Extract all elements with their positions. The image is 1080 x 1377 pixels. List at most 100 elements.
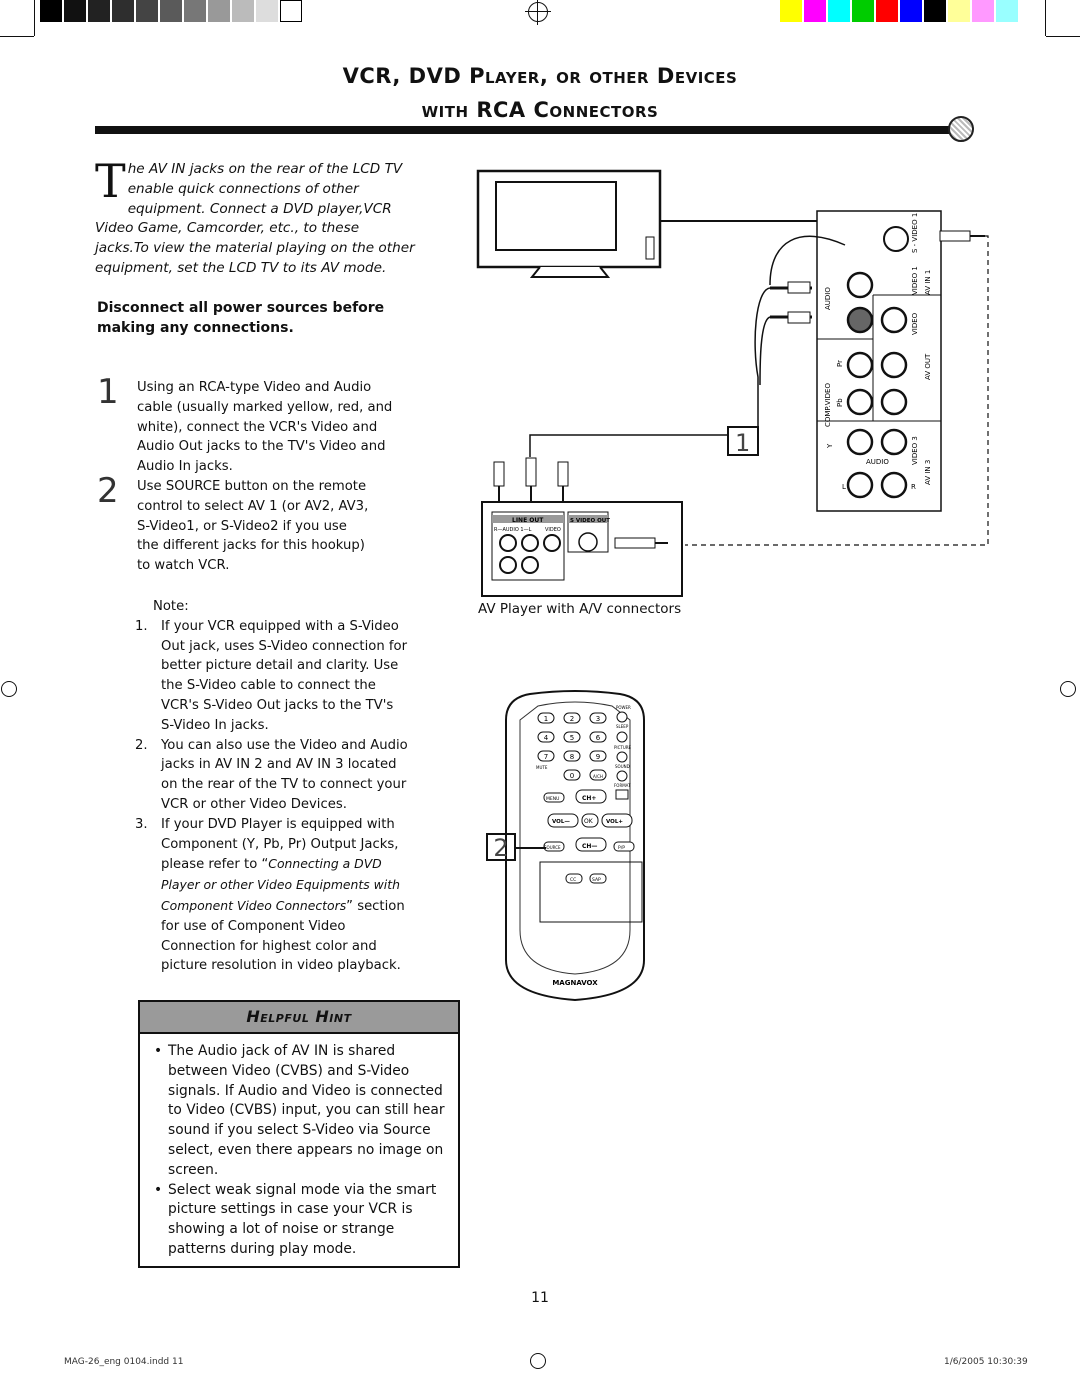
note-number: 3. (135, 816, 148, 832)
svg-text:4: 4 (544, 734, 549, 742)
brand-logo: MAGNAVOX (552, 979, 598, 987)
registration-mark-left (1, 681, 17, 697)
svg-text:COMP.VIDEO: COMP.VIDEO (824, 383, 832, 427)
page-number: 11 (531, 1290, 549, 1306)
step-number: 2 (97, 471, 119, 511)
svg-text:2: 2 (570, 715, 574, 723)
registration-mark-top (525, 0, 551, 25)
svg-text:0: 0 (570, 772, 574, 780)
note-number: 2. (135, 737, 148, 753)
svg-text:Y: Y (826, 443, 834, 449)
dropcap: T (95, 154, 126, 208)
note-text: If your DVD Player is equipped with Comp… (161, 816, 399, 873)
remote-control: POWER 1 2 3 4 5 6 7 8 9 0 A/CH SLEEP PIC… (505, 690, 645, 1002)
notes-heading: Note: (153, 599, 189, 614)
helpful-hint-box: Helpful Hint The Audio jack of AV IN is … (138, 1000, 460, 1268)
svg-text:R: R (911, 483, 916, 491)
svg-text:6: 6 (596, 734, 601, 742)
page-title-line1: VCR, DVD Player, or other Devices (342, 64, 738, 88)
notes-section: Note: 1. If your VCR equipped with a S-Vi… (135, 597, 410, 976)
note-reference: Connecting a DVD Player or other Video E… (161, 856, 400, 913)
svg-text:OK: OK (584, 818, 594, 825)
svg-text:S VIDEO OUT: S VIDEO OUT (570, 518, 610, 524)
svg-text:L: L (842, 483, 846, 491)
note-item: 3. If your DVD Player is equipped with Co… (135, 815, 410, 976)
svg-text:FORMAT: FORMAT (614, 783, 631, 788)
svg-text:5: 5 (570, 734, 574, 742)
rca-plug-icon (770, 281, 812, 324)
footer-right: 1/6/2005 10:30:39 (944, 1357, 1028, 1367)
rear-panel: AUDIO L R AV IN 1 AV IN 3 AV OUT VIDEO 1… (816, 210, 942, 512)
note-text: If your VCR equipped with a S-Video Out … (161, 618, 408, 733)
callout-1: 1 (735, 429, 750, 457)
crop-mark (1046, 36, 1080, 37)
svg-text:SLEEP: SLEEP (616, 724, 629, 729)
step-number: 1 (97, 372, 119, 412)
svg-text:1: 1 (544, 715, 548, 723)
svg-text:R—AUDIO 1—L: R—AUDIO 1—L (494, 527, 532, 533)
note-number: 1. (135, 618, 148, 634)
svg-text:9: 9 (596, 753, 600, 761)
crop-mark (0, 36, 34, 37)
note-item: 1. If your VCR equipped with a S-Video Ou… (135, 617, 410, 736)
hint-item: The Audio jack of AV IN is shared betwee… (154, 1042, 448, 1181)
connection-diagram: AUDIO L R AV IN 1 AV IN 3 AV OUT VIDEO 1… (476, 169, 989, 597)
diagram-caption: AV Player with A/V connectors (478, 601, 682, 617)
intro-text: he AV IN jacks on the rear of the LCD TV… (95, 161, 415, 276)
cable-end-icon (948, 116, 974, 142)
svg-text:CH+: CH+ (582, 795, 596, 802)
callout-2-box: 2 (486, 833, 516, 861)
registration-mark-bottom (530, 1353, 546, 1369)
svg-text:VOL+: VOL+ (606, 819, 623, 825)
svg-text:S - VIDEO 1: S - VIDEO 1 (911, 213, 919, 253)
crop-mark (34, 0, 35, 36)
svg-text:VIDEO 1: VIDEO 1 (911, 266, 919, 295)
svg-text:SOURCE: SOURCE (544, 845, 561, 850)
svg-text:VIDEO: VIDEO (545, 527, 561, 533)
registration-bar-right (780, 0, 1036, 22)
note-item: 2. You can also use the Video and Audio j… (135, 736, 410, 815)
svg-text:Pr: Pr (836, 360, 844, 367)
footer-left: MAG-26_eng 0104.indd 11 (64, 1357, 184, 1367)
page-title-line2: with RCA Connectors (421, 98, 659, 122)
svg-text:P/P: P/P (618, 845, 625, 851)
av-player-icon: LINE OUT S VIDEO OUT R—AUDIO 1—L VIDEO (481, 501, 683, 597)
svg-text:CC: CC (570, 877, 576, 883)
svg-text:PICTURE: PICTURE (614, 745, 632, 750)
svg-text:AV IN 1: AV IN 1 (924, 270, 932, 295)
hint-heading: Helpful Hint (140, 1002, 458, 1034)
svg-text:AUDIO: AUDIO (866, 458, 889, 466)
svg-text:POWER: POWER (616, 705, 631, 710)
crop-mark (1045, 0, 1046, 36)
callout-2-line (516, 847, 546, 849)
svg-text:AV OUT: AV OUT (924, 353, 932, 380)
registration-bar-left (40, 0, 302, 22)
svideo-plug-icon (939, 230, 985, 242)
svg-text:VOL—: VOL— (552, 819, 570, 825)
svg-text:3: 3 (596, 715, 600, 723)
step-text: Use SOURCE button on the remote control … (137, 479, 369, 574)
svg-text:MUTE: MUTE (536, 765, 548, 770)
svg-text:7: 7 (544, 753, 548, 761)
title-rule (95, 126, 950, 134)
svg-text:SOUND: SOUND (615, 764, 630, 769)
svg-text:MENU: MENU (546, 796, 559, 802)
hint-item: Select weak signal mode via the smart pi… (154, 1181, 448, 1260)
svg-text:Pb: Pb (836, 398, 844, 407)
warning-text: Disconnect all power sources before maki… (97, 300, 385, 336)
rca-plug-icon (493, 457, 569, 505)
note-text: ” section for use of Component Video Con… (161, 898, 405, 974)
tv-icon (476, 169, 662, 278)
svg-text:VIDEO: VIDEO (911, 312, 919, 335)
step-text: Using an RCA-type Video and Audio cable … (137, 380, 393, 475)
svg-text:SAP: SAP (592, 877, 601, 883)
svg-text:8: 8 (570, 753, 574, 761)
svg-text:CH—: CH— (582, 843, 597, 850)
svg-text:AUDIO: AUDIO (824, 287, 832, 310)
note-text: You can also use the Video and Audio jac… (161, 737, 408, 812)
svg-text:LINE OUT: LINE OUT (512, 517, 544, 524)
svg-text:A/CH: A/CH (593, 774, 603, 779)
svg-text:VIDEO 3: VIDEO 3 (911, 436, 919, 465)
registration-mark-right (1060, 681, 1076, 697)
